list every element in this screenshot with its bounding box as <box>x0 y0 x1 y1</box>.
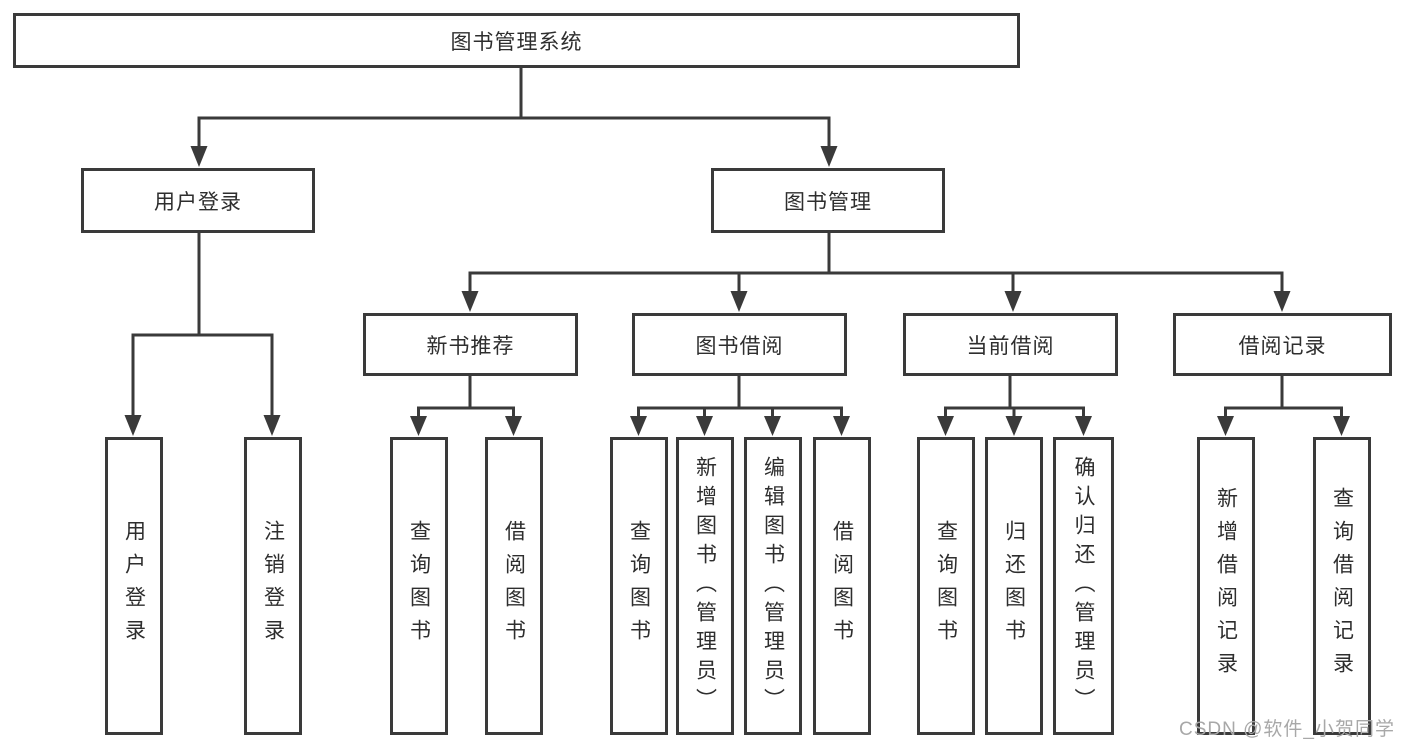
csdn-watermark: CSDN @软件_小贺同学 <box>1179 719 1395 740</box>
arrow-icon <box>937 416 954 436</box>
node-label: 归还图书 <box>1002 520 1026 652</box>
arrow-icon <box>505 416 522 436</box>
node-label: 图书管理 <box>784 190 872 214</box>
node-leaf-edit-books-admin: 编辑图书（管理员） <box>744 437 802 735</box>
node-label: 新增图书（管理员） <box>693 455 717 717</box>
arrow-icon <box>1005 416 1023 436</box>
arrow-icon <box>820 146 838 167</box>
node-label: 注销登录 <box>261 520 285 652</box>
node-book-mgmt: 图书管理 <box>711 168 945 233</box>
arrow-icon <box>1004 291 1022 312</box>
node-label: 新增借阅记录 <box>1214 487 1238 685</box>
node-label: 借阅图书 <box>830 520 854 652</box>
node-new-books: 新书推荐 <box>363 313 578 376</box>
arrow-icon <box>1333 416 1350 436</box>
node-label: 图书管理系统 <box>450 30 583 54</box>
arrow-icon <box>1217 416 1234 436</box>
node-label: 用户登录 <box>154 190 242 214</box>
node-leaf-logout: 注销登录 <box>244 437 302 735</box>
node-label: 当前借阅 <box>966 334 1055 358</box>
arrow-icon <box>263 415 281 436</box>
node-label: 查询借阅记录 <box>1330 487 1354 685</box>
node-leaf-query-books-3: 查询图书 <box>917 437 975 735</box>
node-leaf-confirm-return-admin: 确认归还（管理员） <box>1053 437 1114 735</box>
node-borrow: 图书借阅 <box>632 313 847 376</box>
node-leaf-query-borrow-record: 查询借阅记录 <box>1313 437 1371 735</box>
arrow-icon <box>833 416 850 436</box>
node-leaf-return-books: 归还图书 <box>985 437 1043 735</box>
node-label: 借阅图书 <box>502 520 526 652</box>
node-leaf-borrow-books-1: 借阅图书 <box>485 437 543 735</box>
arrow-icon <box>124 415 142 436</box>
node-user-login: 用户登录 <box>81 168 315 233</box>
node-label: 图书借阅 <box>695 334 784 358</box>
node-records: 借阅记录 <box>1173 313 1392 376</box>
arrow-icon <box>190 146 208 167</box>
node-leaf-query-books-2: 查询图书 <box>610 437 668 735</box>
node-label: 借阅记录 <box>1238 334 1327 358</box>
node-label: 编辑图书（管理员） <box>761 455 785 717</box>
node-leaf-add-books-admin: 新增图书（管理员） <box>676 437 734 735</box>
node-current: 当前借阅 <box>903 313 1118 376</box>
node-label: 确认归还（管理员） <box>1072 455 1095 717</box>
node-leaf-add-borrow-record: 新增借阅记录 <box>1197 437 1255 735</box>
arrow-icon <box>630 416 647 436</box>
arrow-icon <box>730 291 748 312</box>
edge-lines <box>131 68 1343 422</box>
arrow-icon <box>1075 416 1092 436</box>
node-label: 用户登录 <box>122 520 146 652</box>
node-label: 查询图书 <box>407 520 431 652</box>
node-leaf-user-login: 用户登录 <box>105 437 163 735</box>
arrow-icon <box>1273 291 1291 312</box>
node-root: 图书管理系统 <box>13 13 1020 68</box>
node-leaf-borrow-books-2: 借阅图书 <box>813 437 871 735</box>
arrow-icon <box>764 416 781 436</box>
node-label: 查询图书 <box>934 520 958 652</box>
arrowheads <box>124 146 1350 436</box>
arrow-icon <box>461 291 479 312</box>
node-label: 新书推荐 <box>426 334 515 358</box>
arrow-icon <box>696 416 713 436</box>
arrow-icon <box>410 416 427 436</box>
node-label: 查询图书 <box>627 520 651 652</box>
node-leaf-query-books-1: 查询图书 <box>390 437 448 735</box>
